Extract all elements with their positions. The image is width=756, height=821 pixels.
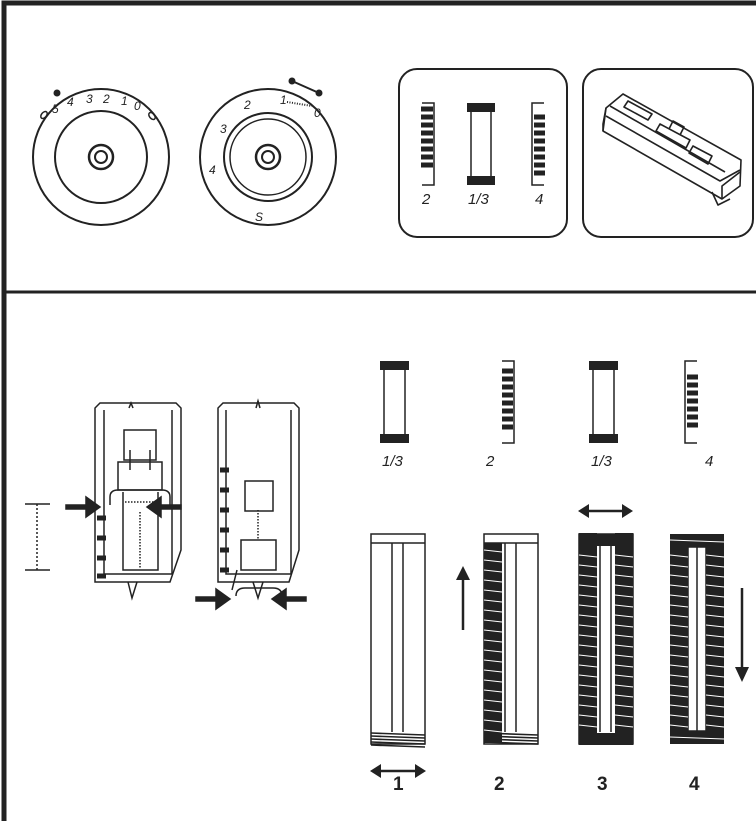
step-pattern-label: 2 [485, 453, 495, 470]
dial-number: 2 [243, 98, 251, 112]
dial-number: 0 [314, 106, 321, 120]
dial-number: 3 [220, 122, 227, 136]
dial-number: 1 [121, 94, 128, 108]
pattern-label: 2 [421, 191, 431, 208]
dial-number: 0 [134, 99, 141, 113]
dial-number: 4 [67, 95, 74, 109]
step-number: 2 [494, 774, 505, 795]
buttonhole-step-2 [456, 533, 539, 745]
stitch-pattern-4 [531, 102, 545, 186]
pattern-label: 4 [535, 191, 543, 208]
step-pattern-label: 1/3 [382, 453, 404, 470]
arrow-horizontal-icon [578, 504, 633, 518]
step-pattern-1-3 [589, 361, 618, 443]
buttonhole-pattern-panel: 2 1/3 4 [398, 68, 568, 238]
pattern-label: 1/3 [468, 191, 490, 208]
stitch-selector-dial: 1 0 2 3 4 S [199, 77, 337, 226]
arrow-right-icon [195, 587, 232, 611]
step-pattern-4 [684, 360, 698, 444]
buttonhole-foot-illustration [602, 93, 742, 206]
step-number: 1 [393, 774, 404, 795]
arrow-left-icon [270, 587, 307, 611]
dial-number: 3 [86, 92, 93, 106]
arrow-right-icon [65, 495, 102, 519]
dial-number: 5 [52, 102, 59, 116]
buttonhole-step-1 [370, 533, 426, 778]
step-number: 3 [597, 774, 608, 795]
arrow-horizontal-icon [370, 764, 426, 778]
dial-number: S [255, 210, 263, 224]
dial-range-marker [291, 80, 320, 94]
step-number: 4 [689, 774, 700, 795]
buttonhole-step-3 [578, 504, 634, 745]
buttonhole-foot-closed [195, 398, 307, 611]
arrow-up-icon [456, 566, 470, 630]
dial-number: 2 [102, 92, 110, 106]
step-pattern-2 [502, 360, 515, 444]
dial-indicator-dot [53, 89, 61, 97]
stitch-pattern-1-3 [467, 103, 495, 185]
stitch-width-dial: 5 4 3 2 1 0 [32, 88, 170, 226]
buttonhole-step-4 [669, 534, 749, 744]
buttonhole-foot-panel [582, 68, 754, 238]
dial-number: 4 [209, 163, 216, 177]
step-pattern-label: 1/3 [591, 453, 613, 470]
arrow-down-icon [735, 588, 749, 682]
slider-measure-bracket [25, 503, 50, 571]
step-pattern-1-3 [380, 361, 409, 443]
step-pattern-label: 4 [705, 453, 713, 470]
dial-number: 1 [280, 93, 287, 107]
stitch-pattern-2 [421, 102, 435, 186]
arrow-left-icon [145, 495, 182, 519]
buttonhole-foot-open [65, 400, 182, 601]
